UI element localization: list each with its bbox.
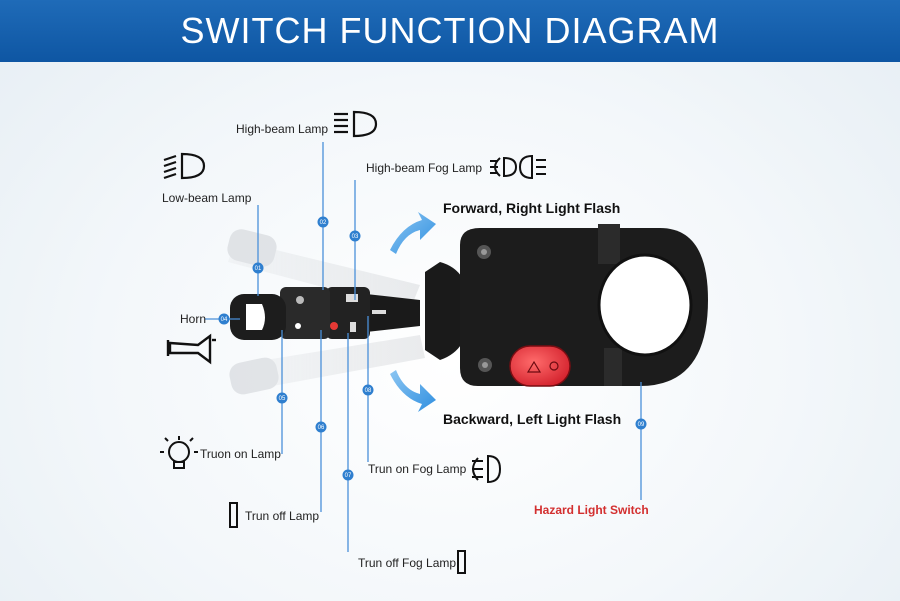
marker-02 — [317, 216, 329, 228]
marker-04-label: 04 — [221, 317, 228, 323]
forward-arrow-icon — [390, 212, 436, 254]
turn-off-lamp-icon — [229, 502, 238, 528]
label-turn-on-fog: Trun on Fog Lamp — [368, 462, 467, 476]
marker-09 — [635, 418, 647, 430]
turn-on-fog-icon — [472, 454, 502, 484]
turn-off-fog-icon — [457, 550, 466, 574]
label-hazard: Hazard Light Switch — [534, 503, 649, 517]
marker-09-label: 09 — [638, 422, 645, 428]
marker-05 — [276, 392, 288, 404]
label-turn-off-lamp: Trun off Lamp — [245, 509, 320, 523]
ghost-stalk-down — [229, 335, 425, 395]
label-turn-on-lamp: Truon on Lamp — [200, 447, 281, 461]
hazard-button — [509, 345, 571, 387]
marker-06 — [315, 421, 327, 433]
label-low-beam: Low-beam Lamp — [162, 191, 252, 205]
ghost-stalk-up — [227, 229, 420, 310]
marker-08 — [362, 384, 374, 396]
marker-dots — [218, 216, 647, 481]
label-forward: Forward, Right Light Flash — [443, 200, 621, 216]
marker-08-label: 08 — [365, 388, 372, 394]
turn-on-lamp-icon — [160, 436, 198, 469]
high-beam-fog-icon — [490, 154, 546, 180]
backward-arrow-icon — [390, 370, 436, 412]
marker-01 — [252, 262, 264, 274]
marker-07-label: 07 — [345, 473, 352, 479]
marker-03-label: 03 — [352, 234, 359, 240]
low-beam-icon — [163, 152, 206, 180]
page-title: SWITCH FUNCTION DIAGRAM — [180, 10, 720, 51]
title-banner: SWITCH FUNCTION DIAGRAM — [0, 0, 900, 62]
marker-06-label: 06 — [318, 425, 325, 431]
marker-03 — [349, 230, 361, 242]
stalk-boot — [425, 262, 470, 360]
label-backward: Backward, Left Light Flash — [443, 411, 622, 427]
marker-04 — [218, 313, 230, 325]
marker-02-label: 02 — [320, 220, 327, 226]
leader-lines — [205, 142, 642, 552]
marker-07 — [342, 469, 354, 481]
label-horn: Horn — [180, 312, 207, 326]
label-turn-off-fog: Trun off Fog Lamp — [358, 556, 457, 570]
marker-01-label: 01 — [255, 266, 262, 272]
high-beam-icon — [334, 110, 378, 138]
switch-housing — [460, 224, 708, 386]
horn-icon — [166, 333, 216, 365]
label-high-beam-fog: High-beam Fog Lamp — [366, 161, 483, 175]
label-high-beam: High-beam Lamp — [236, 122, 329, 136]
marker-05-label: 05 — [279, 396, 286, 402]
stalk — [230, 287, 420, 340]
